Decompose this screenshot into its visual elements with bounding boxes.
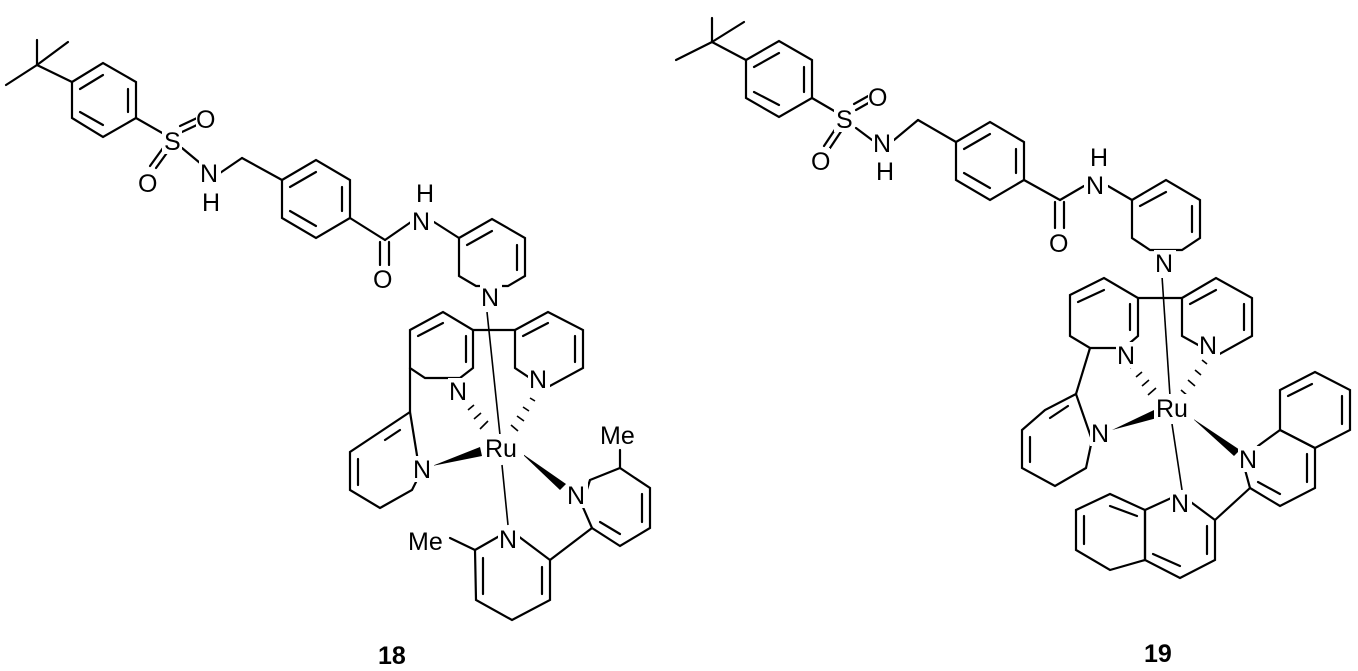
oxygen-atom: O <box>138 170 157 198</box>
tolyl-ring <box>70 61 138 139</box>
compound-18-structure: S O O N H N H O N Ru N N N N N <box>4 38 652 670</box>
amide-oxygen-atom: O <box>373 266 392 294</box>
ruthenium-atom: Ru <box>485 435 517 463</box>
sulfonamide-group <box>134 116 244 175</box>
amide-group <box>1022 178 1134 230</box>
sulfur-atom: S <box>836 106 853 134</box>
oxygen-atom: O <box>196 106 215 134</box>
terpyridine-nitrogen-atom: N <box>1199 332 1217 360</box>
methyl-label: Me <box>600 422 635 450</box>
sulfur-atom: S <box>164 128 181 156</box>
amide-nitrogen-atom: N <box>412 208 430 236</box>
amide-oxygen-atom: O <box>1049 230 1068 258</box>
sulfonamide-group <box>810 93 920 150</box>
terpyridine-ligand <box>348 310 585 510</box>
oxygen-atom: O <box>811 148 830 176</box>
terpyridine-nitrogen-atom: N <box>413 456 431 484</box>
amide-hydrogen-atom: H <box>416 180 434 208</box>
compound-19-structure: S O O N H N H O N Ru N N N N N <box>674 16 1352 668</box>
benzamide-ring <box>280 158 352 240</box>
hydrogen-atom: H <box>876 158 894 186</box>
benzamide-ring <box>954 120 1026 202</box>
bipyridine-nitrogen-atom: N <box>499 526 517 554</box>
tert-butyl-group <box>674 16 748 62</box>
hydrogen-atom: H <box>202 189 220 217</box>
terpyridine-ligand <box>1020 276 1254 488</box>
amide-hydrogen-atom: H <box>1090 144 1108 172</box>
tert-butyl-group <box>4 38 74 87</box>
amide-group <box>348 216 461 267</box>
pyridine-ring <box>1130 178 1202 252</box>
biquinoline-nitrogen-atom: N <box>1239 446 1257 474</box>
methyl-label: Me <box>408 528 443 556</box>
oxygen-atom: O <box>868 84 887 112</box>
compound-number-19: 19 <box>1144 640 1172 668</box>
terpyridine-nitrogen-atom: N <box>1117 342 1135 370</box>
atom-labels-19: S O O N H N H O N Ru N N N N N <box>810 84 1260 518</box>
biquinoline-nitrogen-atom: N <box>1171 490 1189 518</box>
atom-labels-18: S O O N H N H O N Ru N N N N N <box>138 106 635 556</box>
biquinoline-ligand <box>1074 370 1352 580</box>
nitrogen-atom: N <box>200 160 218 188</box>
bipyridine-nitrogen-atom: N <box>567 482 585 510</box>
ruthenium-atom: Ru <box>1156 395 1188 423</box>
terpyridine-nitrogen-atom: N <box>1091 420 1109 448</box>
pyridine-nitrogen-atom: N <box>481 284 499 312</box>
tolyl-ring <box>744 39 814 119</box>
terpyridine-nitrogen-atom: N <box>529 366 547 394</box>
compound-number-18: 18 <box>378 642 406 670</box>
pyridine-nitrogen-atom: N <box>1155 250 1173 278</box>
amide-nitrogen-atom: N <box>1086 172 1104 200</box>
terpyridine-nitrogen-atom: N <box>449 378 467 406</box>
pyridine-ring <box>457 217 527 288</box>
nitrogen-atom: N <box>873 130 891 158</box>
